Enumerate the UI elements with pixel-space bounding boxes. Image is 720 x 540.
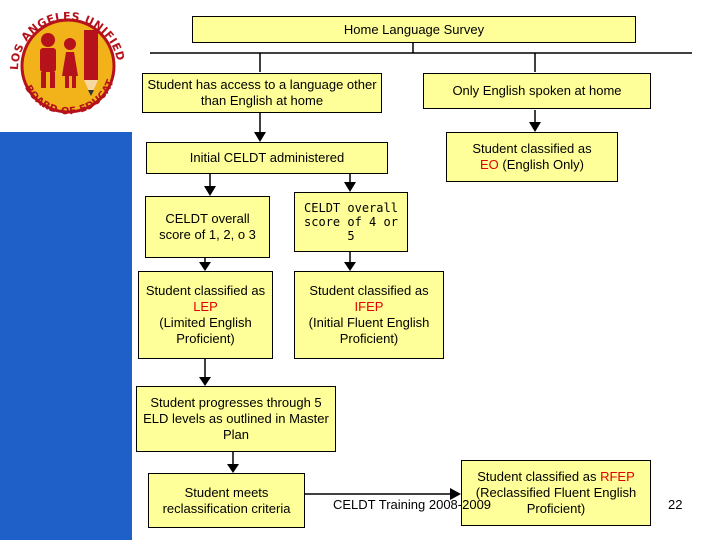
rfep-classification-box: Student classified as RFEP (Reclassified…: [461, 460, 651, 526]
ifep-classification-box: Student classified as IFEP (Initial Flue…: [294, 271, 444, 359]
lep-code: LEP: [193, 299, 218, 314]
rfep-code: RFEP: [600, 469, 635, 484]
reclassification-criteria-box: Student meets reclassification criteria: [148, 473, 305, 528]
language-access-box: Student has access to a language other t…: [142, 73, 382, 113]
footer-caption: CELDT Training 2008-2009: [333, 497, 492, 512]
eo-code: EO: [479, 157, 499, 172]
eld-progress-box: Student progresses through 5 ELD levels …: [136, 386, 336, 452]
initial-celdt-box: Initial CELDT administered: [146, 142, 388, 174]
ifep-code: IFEP: [354, 299, 384, 314]
only-english-box: Only English spoken at home: [423, 73, 651, 109]
page-number: 22: [668, 497, 683, 512]
celdt-high-score-box: CELDT overall score of 4 or 5: [294, 192, 408, 252]
sidebar-band: [0, 132, 132, 540]
home-language-survey-box: Home Language Survey: [192, 16, 636, 43]
eo-classification-box: Student classified as EO (English Only): [446, 132, 618, 182]
lep-classification-box: Student classified as LEP (Limited Engli…: [138, 271, 273, 359]
celdt-low-score-box: CELDT overall score of 1, 2, o 3: [145, 196, 270, 258]
district-seal-logo: LOS ANGELES UNIFIED SCHOOL DISTRICT BOAR…: [0, 0, 132, 130]
